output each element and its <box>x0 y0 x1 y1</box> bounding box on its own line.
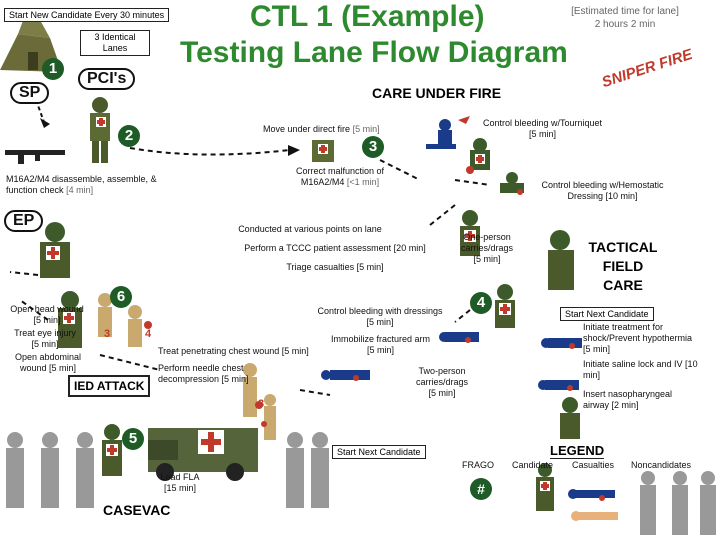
casualty-icon <box>261 394 276 440</box>
soldier-candidate-icon <box>460 210 480 256</box>
casualty-icon <box>243 363 263 417</box>
assessment-label: Perform a TCCC patient assessment [20 mi… <box>244 243 426 253</box>
casualty-marker-3b: 3 <box>258 398 265 410</box>
ambulance-icon <box>148 428 258 481</box>
soldier-candidate-icon <box>312 140 334 162</box>
casualty-marker-3: 3 <box>104 328 111 340</box>
casevac-label: CASEVAC <box>103 502 171 518</box>
ied-attack-box: IED ATTACK <box>68 375 151 397</box>
flow-arrow <box>129 147 291 156</box>
hemostatic-label: Control bleeding w/Hemostatic Dressing [… <box>541 180 664 201</box>
two-person-label: Two-person carries/drags [5 min] <box>415 366 469 398</box>
saline-label: Initiate saline lock and IV [10 min] <box>583 359 698 380</box>
abdominal-label: Open abdominal wound [5 min] <box>14 352 82 373</box>
soldier-candidate-icon <box>40 222 70 278</box>
sp-label: SP <box>10 82 50 104</box>
legend-title: LEGEND <box>550 443 605 459</box>
casualty-icon <box>58 291 82 348</box>
head-wound-label: Open head wound [5 min] <box>10 304 84 325</box>
shock-label: Initiate treatment for shock/Prevent hyp… <box>583 322 693 354</box>
chest-wound-label: Treat penetrating chest wound [5 min] <box>158 346 309 356</box>
load-fla-label: Load FLA [15 min] <box>160 472 200 493</box>
sniper-icon <box>426 116 470 149</box>
soldier-candidate-icon <box>495 284 515 328</box>
start-next-candidate-right: Start Next Candidate <box>560 307 654 321</box>
step-number-2: 2 <box>118 125 140 147</box>
pcis-label: PCI's <box>78 68 136 90</box>
fracture-label: Immobilize fractured arm [5 min] <box>330 334 431 355</box>
time-line1: [Estimated time for lane] <box>571 6 679 17</box>
tourniquet-label: Control bleeding w/Tourniquet [5 min] <box>482 118 603 139</box>
step-number-5: 5 <box>122 428 144 450</box>
legend-candidate-icon <box>536 463 554 511</box>
legend-noncandidate-icon <box>640 471 716 535</box>
title-line1: CTL 1 (Example) <box>250 0 485 33</box>
tactical-field-care-label: TACTICAL FIELD CARE <box>588 239 658 293</box>
step-number-4: 4 <box>470 292 492 314</box>
soldier-candidate-icon <box>90 97 110 163</box>
legend-candidate: Candidate <box>512 460 554 470</box>
noncandidate-icon <box>286 432 329 508</box>
casualty-icon <box>439 332 479 343</box>
eye-injury-label: Treat eye injury [5 min] <box>14 328 76 349</box>
care-under-fire-label: CARE UNDER FIRE <box>372 85 502 101</box>
time-line2: 2 hours 2 min <box>594 19 656 30</box>
move-fire-label: Move under direct fire [5 min] <box>263 124 380 134</box>
legend-frago: FRAGO <box>462 460 495 470</box>
one-person-label: One-person carries/drags [5 min] <box>460 232 514 264</box>
triage-label: Triage casualties [5 min] <box>286 262 384 272</box>
step-number-1: 1 <box>42 58 64 80</box>
step-number-6: 6 <box>110 286 132 308</box>
needle-decompression-label: Perform needle chest decompression [5 mi… <box>158 363 249 384</box>
ep-label: EP <box>4 210 44 232</box>
start-next-candidate-bottom: Start Next Candidate <box>332 445 426 459</box>
casualty-icon <box>541 338 582 349</box>
noncandidate-icon <box>6 432 94 508</box>
dressings-label: Control bleeding with dressings [5 min] <box>317 306 443 327</box>
soldier-candidate-icon <box>560 397 580 439</box>
casualty-marker-4: 4 <box>145 328 152 340</box>
disassemble-label: M16A2/M4 disassemble, assemble, & functi… <box>6 174 157 195</box>
casualty-icon <box>500 172 524 195</box>
airway-label: Insert nasopharyngeal airway [2 min] <box>583 389 673 410</box>
casualty-icon <box>321 370 370 381</box>
legend-frago-hash: # <box>470 478 492 500</box>
correct-malfunction-label: Correct malfunction of M16A2/M4 [<1 min] <box>295 166 385 187</box>
conducted-label: Conducted at various points on lane <box>238 224 382 234</box>
casualty-icon <box>548 230 574 290</box>
soldier-candidate-icon <box>102 424 122 476</box>
rifle-icon <box>5 150 65 164</box>
title-line2: Testing Lane Flow Diagram <box>180 36 568 69</box>
start-new-candidate-box: Start New Candidate Every 30 minutes <box>4 8 170 22</box>
identical-lanes-box: 3 Identical Lanes <box>80 30 150 56</box>
casualty-icon <box>538 380 579 391</box>
legend-casualties: Casualties <box>572 460 615 470</box>
legend-noncandidates: Noncandidates <box>631 460 692 470</box>
casualty-icon <box>466 138 490 174</box>
legend-casualty-icon <box>568 489 618 521</box>
casualty-icon <box>98 293 152 347</box>
step-number-3: 3 <box>362 136 384 158</box>
